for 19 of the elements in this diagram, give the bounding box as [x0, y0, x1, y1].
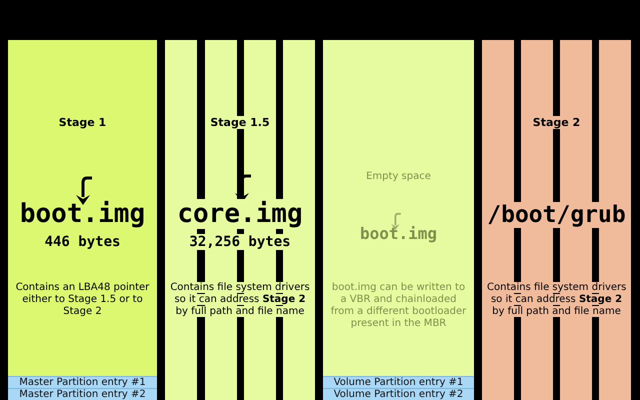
description: Contains an LBA48 pointer either to Stage 1.5 or to Stage 2	[14, 282, 150, 318]
file-name: boot.img	[18, 200, 146, 230]
stage-heading: Stage 2	[530, 117, 582, 130]
description: Contains file system drivers so it can address Stage 2 by full path and file name	[168, 282, 312, 318]
disk-region	[165, 40, 315, 400]
size-label: 446 bytes	[44, 234, 122, 250]
stage-heading: Stage 1	[58, 117, 108, 130]
partition-entry: Volume Partition entry #1	[323, 376, 474, 388]
area-label: Empty space	[365, 171, 432, 182]
disk-region	[323, 40, 474, 400]
description: Contains file system drivers so it can address Stage 2 by full path and file name	[485, 282, 628, 318]
stage-heading: Stage 1.5	[208, 117, 272, 130]
file-name: boot.img	[358, 225, 438, 244]
description: boot.img can be written to a VBR and chainloaded from a different bootloader present in the MBR	[330, 282, 468, 330]
partition-entry: Volume Partition entry #2	[323, 388, 474, 400]
disk-region	[8, 40, 157, 400]
partition-entry: Master Partition entry #1	[8, 376, 157, 388]
disk-region	[482, 40, 631, 400]
partition-entry: Master Partition entry #2	[8, 388, 157, 400]
